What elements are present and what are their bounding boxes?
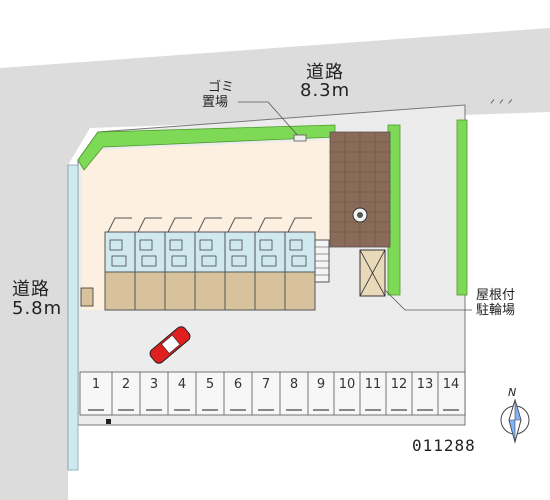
garbage-label-line2: 置場 (202, 95, 229, 110)
compass-north-label: N (508, 386, 517, 399)
parking-slot-4: 4 (177, 377, 187, 392)
north-road-name: 道路 (306, 62, 344, 83)
bicycle-leader (384, 289, 472, 311)
east-hedge-2 (456, 119, 468, 296)
parking-slot-14: 14 (442, 377, 460, 392)
west-strip (67, 164, 79, 471)
slot-dividers (111, 372, 439, 415)
parking-slot-3: 3 (149, 377, 159, 392)
west-road-name: 道路 (12, 279, 50, 300)
parking-slot-2: 2 (121, 377, 131, 392)
bicycle-label-line2: 駐輪場 (476, 303, 516, 318)
compass-icon (500, 398, 530, 444)
west-road-width: 5.8m (12, 298, 63, 319)
unit-dividers (134, 232, 286, 310)
parking-strip (79, 371, 466, 416)
parking-slot-9: 9 (316, 377, 326, 392)
parking-slot-7: 7 (261, 377, 271, 392)
parking-slot-12: 12 (390, 377, 408, 392)
car-icon (149, 326, 191, 364)
unit-interiors (109, 239, 307, 267)
mailbox (80, 287, 94, 307)
apartment-building-upper (104, 231, 316, 273)
garbage-leader (238, 101, 301, 139)
bicycle-label-line1: 屋根付 (476, 288, 516, 303)
west-road (0, 165, 68, 500)
parking-slot-8: 8 (289, 377, 299, 392)
parking-slot-6: 6 (233, 377, 243, 392)
parking-slot-1: 1 (91, 377, 101, 392)
apartment-building-lower (104, 271, 316, 311)
garbage-label-line1: ゴミ (208, 80, 235, 95)
north-road-width: 8.3m (300, 80, 351, 101)
north-road (0, 28, 550, 165)
property-code: 011288 (412, 436, 476, 455)
parking-slot-11: 11 (364, 377, 382, 392)
parking-slot-5: 5 (205, 377, 215, 392)
svg-text:ᐟ ᐟ ᐟ: ᐟ ᐟ ᐟ (490, 97, 513, 111)
garbage-area (293, 134, 307, 142)
parking-slot-10: 10 (338, 377, 356, 392)
balconies (107, 217, 312, 233)
parking-slot-13: 13 (416, 377, 434, 392)
